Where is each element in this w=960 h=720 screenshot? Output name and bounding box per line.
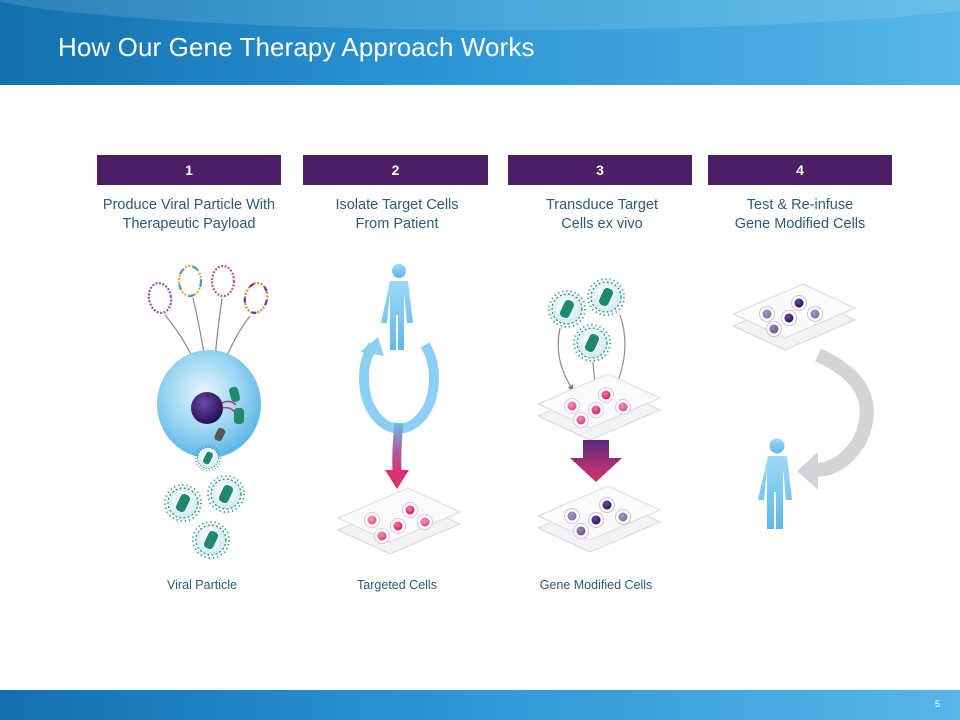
human-figure-icon	[758, 438, 792, 529]
step-3-illustration	[537, 278, 661, 553]
step-1-caption: Viral Particle	[167, 578, 237, 592]
viral-particle-icon	[573, 324, 611, 362]
step-2-title-line2: From Patient	[355, 216, 439, 232]
viral-particle-icon	[192, 521, 230, 559]
step-4-title-line2: Gene Modified Cells	[734, 216, 866, 232]
step-2-title-line1: Isolate Target Cells	[335, 197, 459, 213]
slide-header: How Our Gene Therapy Approach Works	[0, 0, 960, 85]
page-number: 5	[934, 699, 940, 709]
step-3-title: Transduce Target Cells ex vivo	[502, 196, 702, 234]
viral-particle-icon	[164, 484, 202, 522]
step-3-title-line1: Transduce Target	[545, 197, 659, 213]
human-figure-icon	[381, 264, 413, 350]
step-2-illustration	[337, 264, 461, 555]
down-arrow-icon	[385, 470, 409, 489]
viral-particle-icon	[548, 290, 586, 328]
circular-arrow-icon	[359, 342, 439, 434]
curved-arrow-icon	[814, 348, 874, 477]
plasmid-ring-icon	[145, 264, 269, 316]
viral-particle-icon	[587, 278, 625, 316]
slide-footer: 5	[0, 690, 960, 720]
step-2-number-box: 2	[303, 155, 488, 185]
nucleus-icon	[191, 392, 223, 424]
cell-dish-icon	[537, 373, 661, 441]
step-4-title-line1: Test & Re-infuse	[746, 197, 854, 213]
step-3-title-line2: Cells ex vivo	[561, 216, 643, 232]
down-arrow-icon	[570, 440, 622, 482]
step-4-illustration	[732, 283, 874, 529]
step-1-title: Produce Viral Particle With Therapeutic …	[89, 196, 289, 234]
slide-title: How Our Gene Therapy Approach Works	[58, 32, 535, 62]
step-1-title-line2: Therapeutic Payload	[122, 216, 256, 232]
step-2-caption: Targeted Cells	[357, 578, 437, 592]
cell-dish-icon	[537, 485, 661, 553]
step-4-title: Test & Re-infuse Gene Modified Cells	[700, 196, 900, 234]
step-3-caption: Gene Modified Cells	[539, 578, 653, 592]
viral-particle-icon	[207, 475, 245, 513]
step-4-number-box: 4	[708, 155, 892, 185]
step-3-number-box: 3	[508, 155, 692, 185]
cell-dish-icon	[337, 487, 461, 555]
step-1-title-line1: Produce Viral Particle With	[102, 197, 276, 213]
step-1-number-box: 1	[97, 155, 281, 185]
step-1-illustration	[145, 264, 269, 559]
cell-dish-icon	[732, 283, 856, 351]
step-2-title: Isolate Target Cells From Patient	[297, 196, 497, 234]
